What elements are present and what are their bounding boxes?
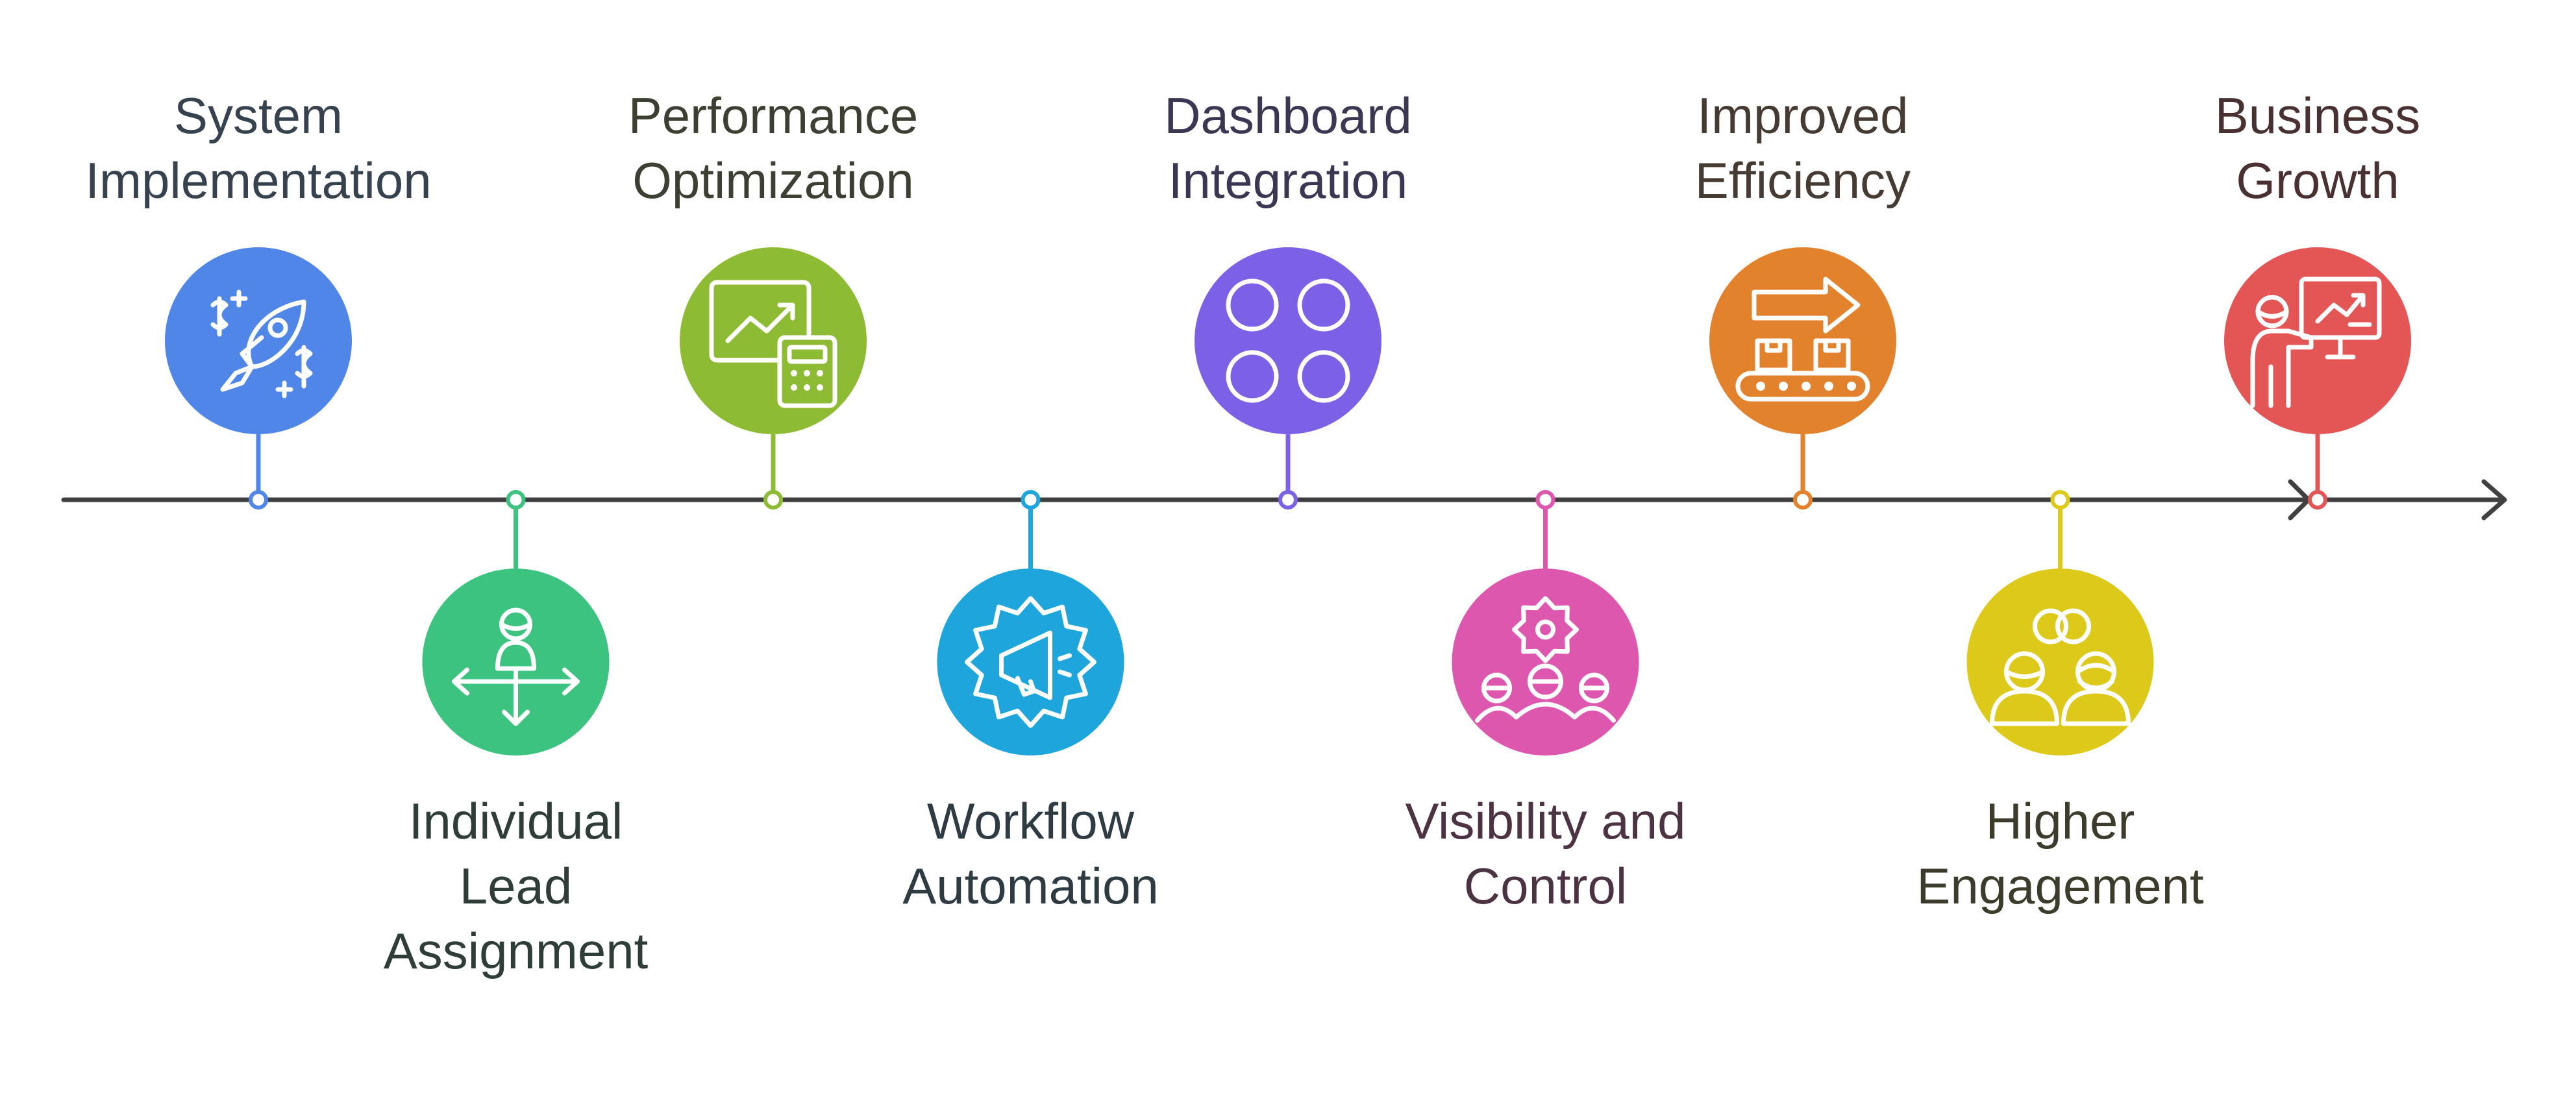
step-label: Improved Efficiency [1694, 87, 1911, 209]
timeline-step [937, 490, 1124, 755]
people-link-icon [1990, 608, 2131, 726]
timeline-step [1966, 490, 2154, 755]
gear-team-icon [1475, 596, 1616, 723]
step-label: Performance Optimization [628, 87, 919, 209]
timeline-node [1535, 490, 1555, 509]
timeline-step [1452, 490, 1639, 755]
step-label: Individual Lead Assignment [383, 792, 649, 979]
timeline-step [2224, 247, 2411, 509]
timeline-step [165, 247, 352, 509]
timeline-step [1709, 247, 1896, 509]
rocket-icon [210, 289, 313, 399]
megaphone-gear-icon [965, 596, 1096, 728]
step-label: Workflow Automation [902, 792, 1159, 914]
timeline-step [1195, 247, 1381, 509]
timeline-node [2050, 490, 2070, 509]
timeline-node [1021, 490, 1041, 509]
step-label: Higher Engagement [1916, 792, 2204, 914]
step-label: Business Growth [2214, 87, 2421, 209]
timeline-arrowhead [2481, 479, 2507, 521]
step-label: Dashboard Integration [1164, 87, 1412, 209]
timeline-node [763, 490, 783, 509]
step-circle [1195, 247, 1381, 434]
timeline-node [1793, 490, 1813, 509]
step-circle [1709, 247, 1896, 434]
step-circle [680, 247, 867, 434]
timeline-node [249, 490, 268, 509]
presenter-chart-icon [2250, 276, 2382, 408]
timeline-node [506, 490, 526, 509]
step-circle [422, 569, 610, 755]
timeline-step [680, 247, 867, 509]
step-label: Visibility and Control [1405, 792, 1686, 914]
step-circle [937, 569, 1124, 755]
person-arrows-icon [452, 608, 580, 726]
conveyor-icon [1735, 276, 1870, 402]
four-circles-icon [1226, 278, 1350, 403]
timeline-node [1278, 490, 1298, 509]
step-circle [1966, 569, 2154, 755]
step-label: System Implementation [85, 87, 432, 209]
timeline-node [2308, 490, 2327, 509]
chart-calculator-icon [709, 280, 837, 408]
timeline-step [422, 490, 610, 755]
